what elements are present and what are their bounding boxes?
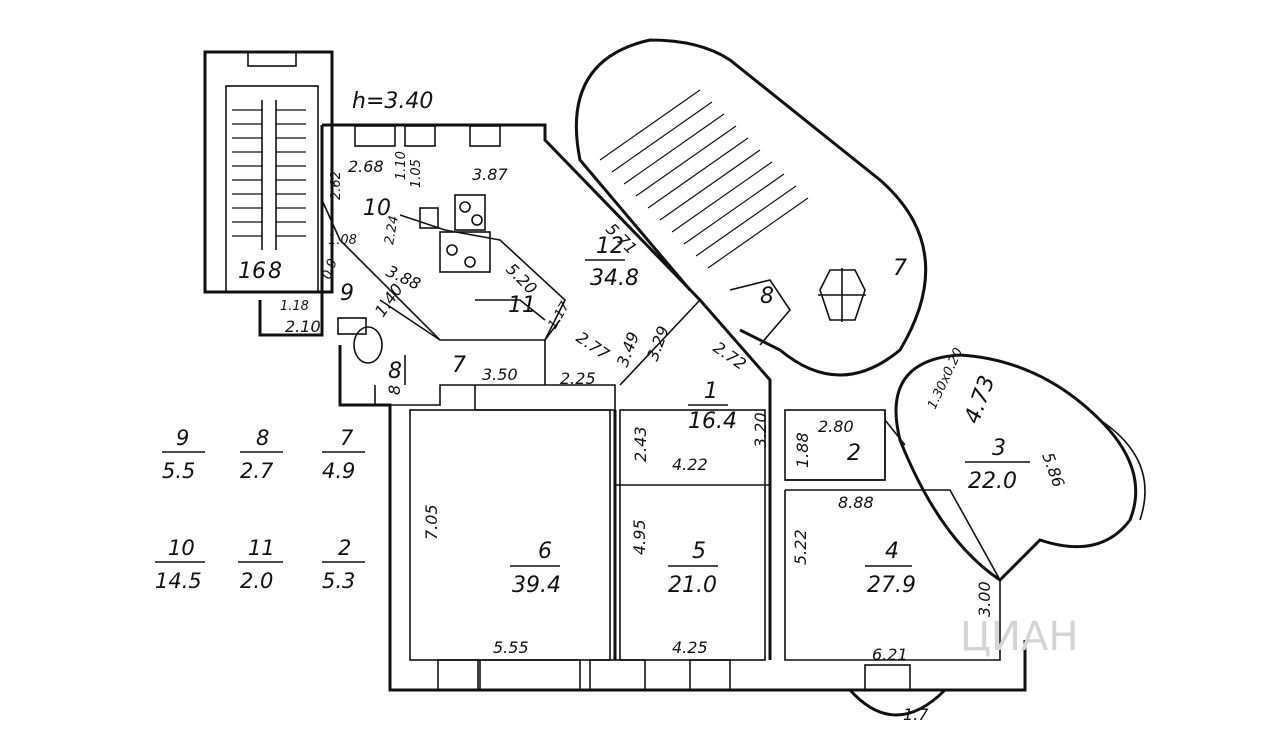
- dim-label: 4.95: [630, 519, 649, 555]
- legend-area: 5.5: [162, 459, 195, 483]
- legend-area: 14.5: [155, 569, 202, 593]
- room-12-number: 12: [596, 234, 624, 259]
- apartment-walls: [258, 123, 1027, 717]
- dim-label: 5.86: [1038, 450, 1068, 490]
- dim-label: 1.88: [793, 432, 812, 468]
- dim-label: 8.88: [838, 493, 874, 512]
- room-12-area: 34.8: [590, 266, 639, 291]
- round-room: [884, 353, 1146, 582]
- dim-label: 2.72: [710, 338, 750, 374]
- dim-label: 2.77: [573, 328, 614, 364]
- dim-label: 1.10: [394, 151, 409, 180]
- dim-label: 1.7: [903, 705, 929, 724]
- dim-label: 3.29: [643, 323, 673, 363]
- dim-label: 7.05: [422, 504, 441, 540]
- dim-label: 1.05: [409, 159, 424, 188]
- legend-area: 2.0: [240, 569, 273, 593]
- dim-label: 2.68: [348, 157, 384, 176]
- dim-label: 2.80: [818, 417, 854, 436]
- legend-number: 7: [340, 426, 354, 450]
- oval-staircase: [574, 38, 928, 377]
- dim-label: 6.21: [872, 645, 908, 664]
- stair-16-number: 16: [238, 259, 266, 284]
- dim-label: 4.22: [672, 455, 708, 474]
- dim-label: 2.10: [285, 317, 321, 336]
- ceiling-height-label: h=3.40: [352, 89, 433, 114]
- dim-label: 2.62: [329, 171, 344, 200]
- legend-number: 8: [256, 426, 269, 450]
- room-5-number: 5: [692, 539, 706, 564]
- dim-label: 3.87: [472, 165, 508, 184]
- dim-label: 5.22: [791, 529, 810, 565]
- dim-label: 8: [385, 385, 404, 395]
- room-labels: 12 34.8 10 11 9 7 8 1 16.4 2 3 22.0 4 27…: [238, 89, 1030, 598]
- dim-label: 5.55: [493, 638, 529, 657]
- room-5-area: 21.0: [668, 573, 717, 598]
- room-6-area: 39.4: [512, 573, 561, 598]
- room-4-area: 27.9: [867, 573, 916, 598]
- watermark: ЦИАН: [960, 614, 1078, 660]
- legend-number: 9: [176, 426, 189, 450]
- dim-label: 2.25: [560, 369, 596, 388]
- room-9-number: 9: [340, 281, 354, 306]
- dim-label: 0.9: [320, 257, 341, 282]
- legend-number: 10: [168, 536, 195, 560]
- dim-label: 3.50: [482, 365, 518, 384]
- room-7-number: 7: [452, 353, 466, 378]
- dim-label: 3.20: [751, 412, 770, 448]
- room-3-area: 22.0: [968, 469, 1017, 494]
- legend-number: 11: [248, 536, 275, 560]
- dim-label: 1.18: [280, 299, 309, 314]
- dimension-labels: 2.68 1.10 1.05 3.87 2.62 2.24 1.08 3.88 …: [280, 151, 1068, 724]
- stair-7-number: 7: [893, 256, 907, 281]
- room-6-number: 6: [538, 539, 552, 564]
- dim-label: 3.49: [613, 329, 643, 369]
- room-1-area: 16.4: [688, 409, 737, 434]
- left-staircase: [203, 50, 334, 294]
- room-11-number: 11: [508, 293, 536, 318]
- dim-label: 2.24: [382, 215, 402, 246]
- area-legend: 9 5.5 8 2.7 7 4.9 10 14.5 11 2.0 2 5.3: [155, 426, 365, 593]
- legend-number: 2: [338, 536, 351, 560]
- dim-label: 4.73: [960, 372, 1000, 427]
- dim-label: 2.43: [631, 426, 650, 462]
- room-8-number: 8: [388, 359, 402, 384]
- dim-label: 4.25: [672, 638, 708, 657]
- room-10-number: 10: [363, 196, 391, 221]
- stair-16-area: 8: [268, 259, 282, 284]
- room-1-number: 1: [704, 379, 718, 404]
- legend-area: 5.3: [322, 569, 355, 593]
- room-2-number: 2: [847, 441, 861, 466]
- legend-area: 2.7: [240, 459, 274, 483]
- room-4-number: 4: [885, 539, 899, 564]
- dim-label: 1.08: [328, 233, 357, 248]
- dim-label: 3.00: [975, 581, 994, 617]
- room-3-number: 3: [992, 436, 1006, 461]
- dim-label: 1.17: [545, 299, 573, 332]
- legend-area: 4.9: [322, 459, 355, 483]
- stair-8-number: 8: [760, 284, 774, 309]
